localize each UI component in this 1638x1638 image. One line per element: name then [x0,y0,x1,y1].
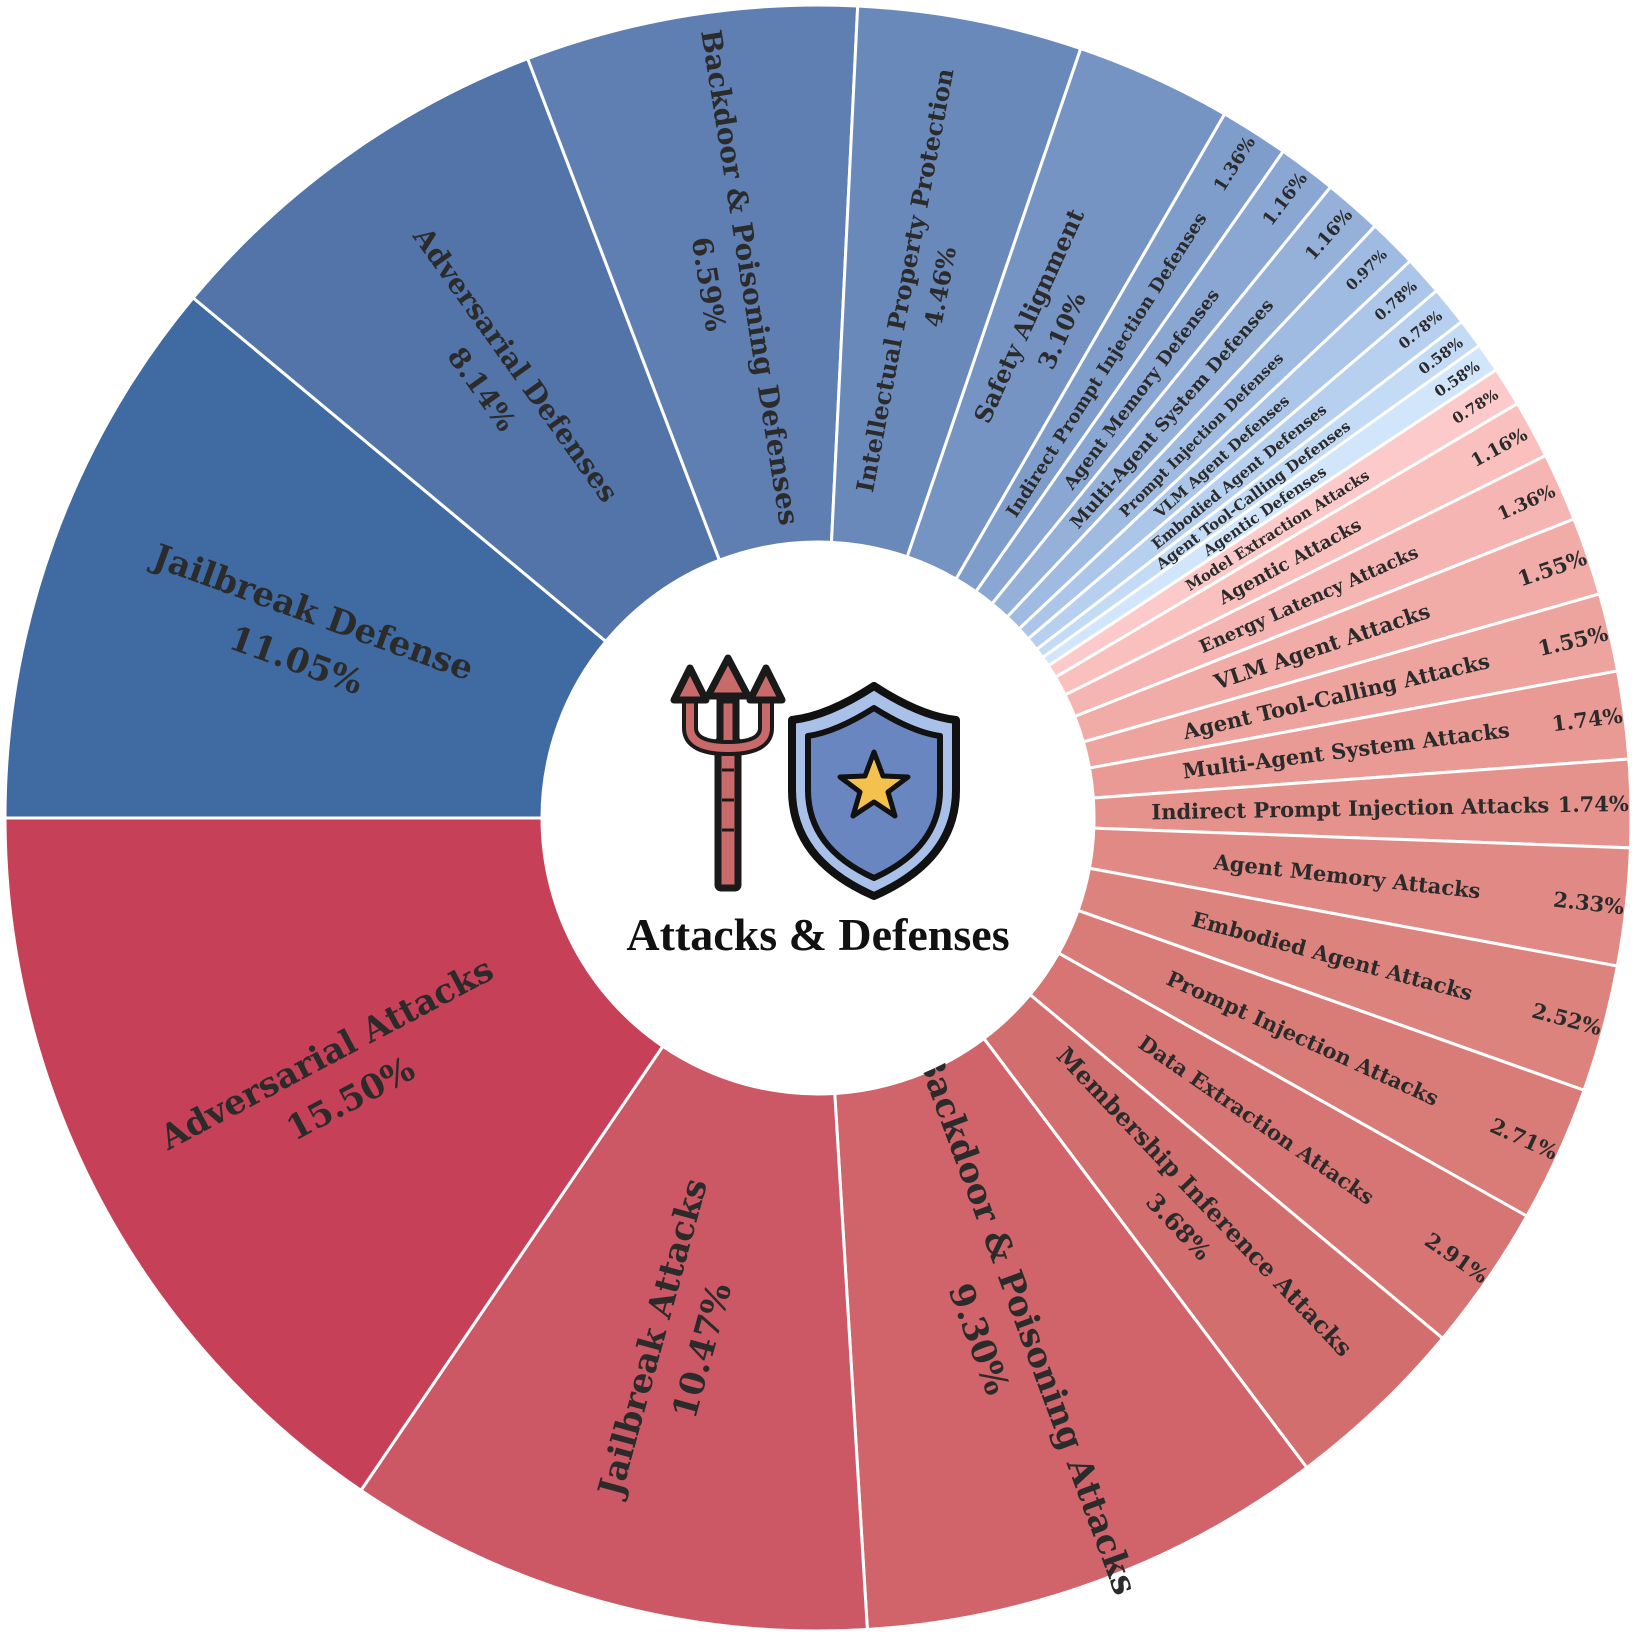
shield-star-icon [788,682,960,900]
center-title: Attacks & Defenses [626,909,1009,960]
trident-icon [670,654,786,892]
slice-layer [3,3,1633,1633]
slice-adversarial-attacks [3,816,665,1493]
slice-value-label: 1.74% [1558,791,1630,817]
slice-backdoor-poisoning-defenses [525,3,860,563]
